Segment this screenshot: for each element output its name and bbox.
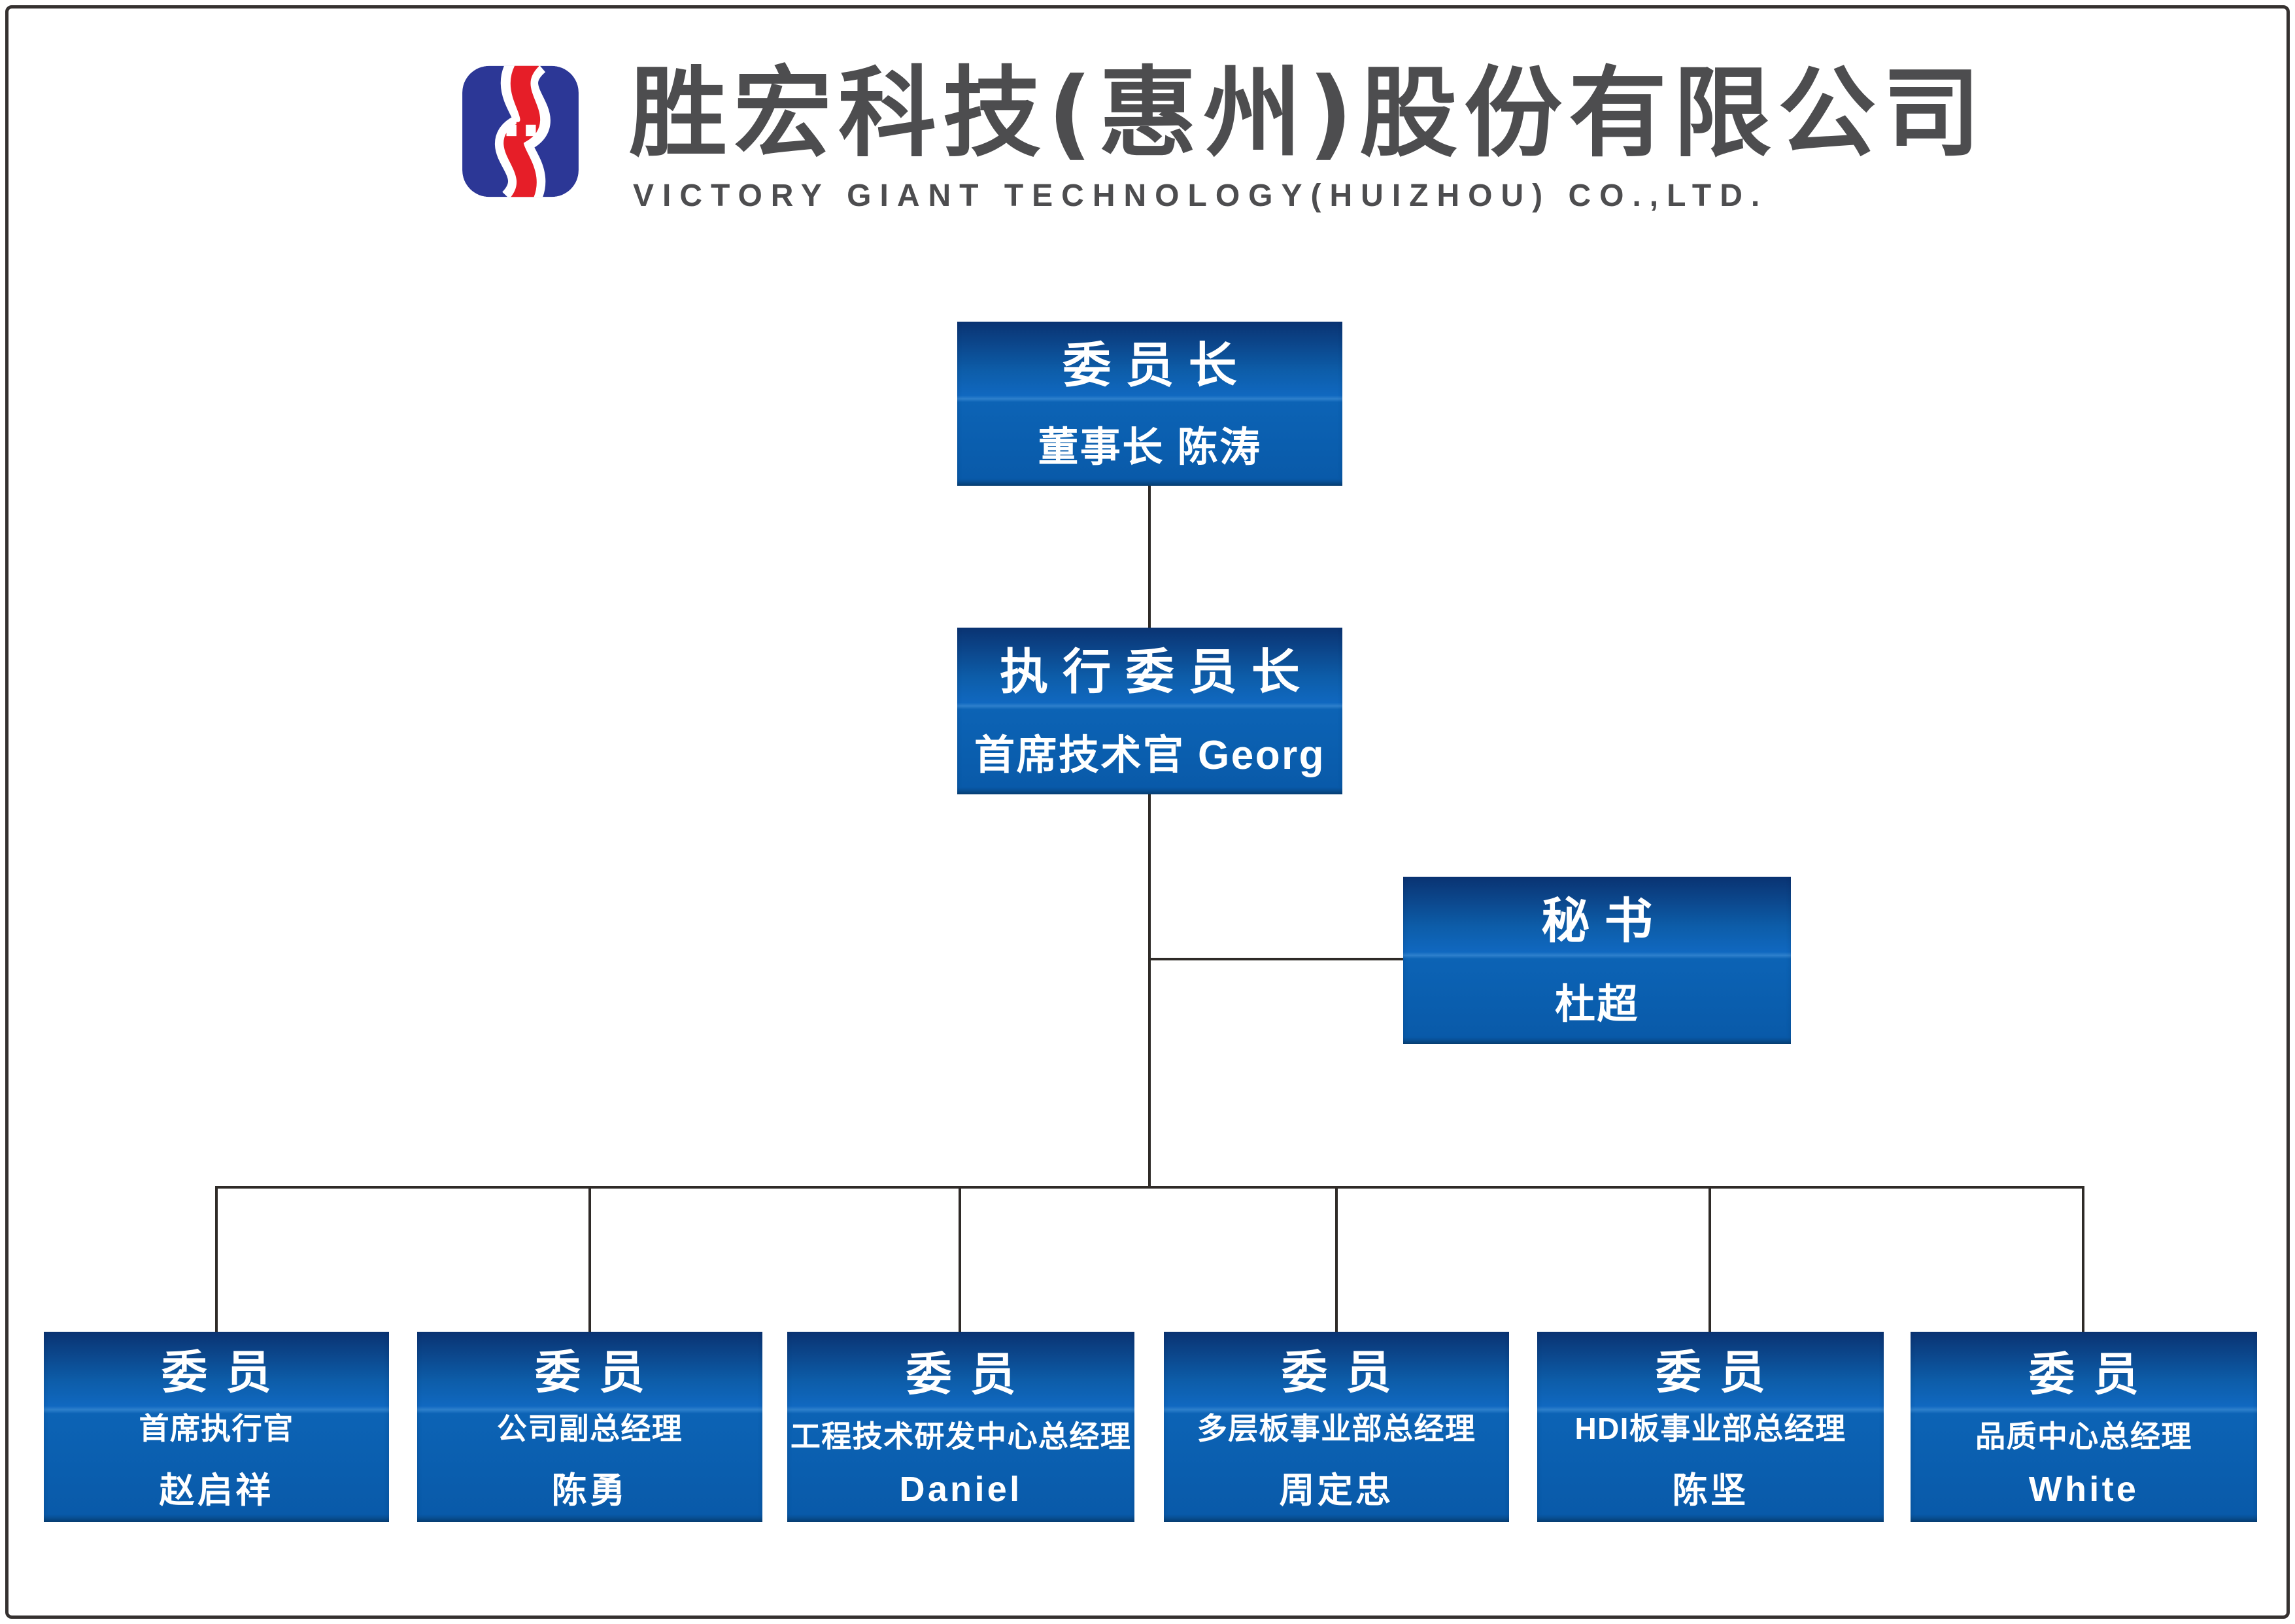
connector-distribution — [215, 1186, 2084, 1189]
connector-drop-2 — [588, 1186, 591, 1332]
secretary-subtitle: 杜超 — [1555, 982, 1639, 1028]
member-name: 周定忠 — [1279, 1471, 1394, 1510]
member-name: White — [2028, 1470, 2139, 1510]
member-name: 赵启祥 — [159, 1471, 274, 1510]
member-role: 工程技术研发中心总经理 — [790, 1419, 1132, 1454]
node-member-1: 委员 首席执行官 赵启祥 — [44, 1332, 389, 1522]
connector-drop-1 — [215, 1186, 218, 1332]
executive-chairman-subtitle: 首席技术官 Georg — [974, 732, 1326, 778]
connector-drop-5 — [1708, 1186, 1711, 1332]
node-member-3: 委员 工程技术研发中心总经理 Daniel — [787, 1332, 1134, 1522]
company-name-chinese: 胜宏科技(惠州)股份有限公司 — [629, 57, 1988, 171]
connector-drop-4 — [1335, 1186, 1338, 1332]
node-member-4: 委员 多层板事业部总经理 周定忠 — [1164, 1332, 1509, 1522]
node-secretary: 秘书 杜超 — [1403, 877, 1791, 1044]
executive-chairman-title: 执行委员长 — [1000, 644, 1315, 699]
company-logo-icon — [461, 64, 580, 199]
connector-drop-3 — [959, 1186, 961, 1332]
member-role: 品质中心总经理 — [1975, 1419, 2192, 1454]
connector-exec-down — [1148, 794, 1151, 1189]
node-chairman: 委员长 董事长 陈涛 — [957, 322, 1342, 486]
chairman-title: 委员长 — [1062, 337, 1251, 392]
member-name: 陈勇 — [551, 1471, 628, 1510]
member-title: 委员 — [1282, 1346, 1410, 1398]
node-executive-chairman: 执行委员长 首席技术官 Georg — [957, 628, 1342, 794]
member-role: 首席执行官 — [139, 1412, 294, 1446]
member-title: 委员 — [906, 1349, 1034, 1400]
company-name-english: VICTORY GIANT TECHNOLOGY(HUIZHOU) CO.,LT… — [633, 178, 1769, 213]
member-title: 委员 — [2029, 1349, 2157, 1400]
member-title: 委员 — [1656, 1346, 1784, 1398]
member-title: 委员 — [535, 1346, 663, 1398]
member-role: 公司副总经理 — [496, 1412, 683, 1446]
member-role: 多层板事业部总经理 — [1197, 1412, 1476, 1446]
node-member-6: 委员 品质中心总经理 White — [1911, 1332, 2257, 1522]
secretary-title: 秘书 — [1541, 893, 1667, 948]
member-name: Daniel — [899, 1470, 1023, 1510]
member-title: 委员 — [162, 1346, 290, 1398]
chairman-subtitle: 董事长 陈涛 — [1038, 424, 1262, 470]
node-member-2: 委员 公司副总经理 陈勇 — [417, 1332, 762, 1522]
member-role: HDI板事业部总经理 — [1574, 1412, 1846, 1446]
member-name: 陈坚 — [1672, 1471, 1749, 1510]
connector-branch-secretary — [1148, 958, 1404, 960]
connector-drop-6 — [2082, 1186, 2084, 1332]
node-member-5: 委员 HDI板事业部总经理 陈坚 — [1537, 1332, 1884, 1522]
connector-chairman-to-exec — [1148, 486, 1151, 629]
